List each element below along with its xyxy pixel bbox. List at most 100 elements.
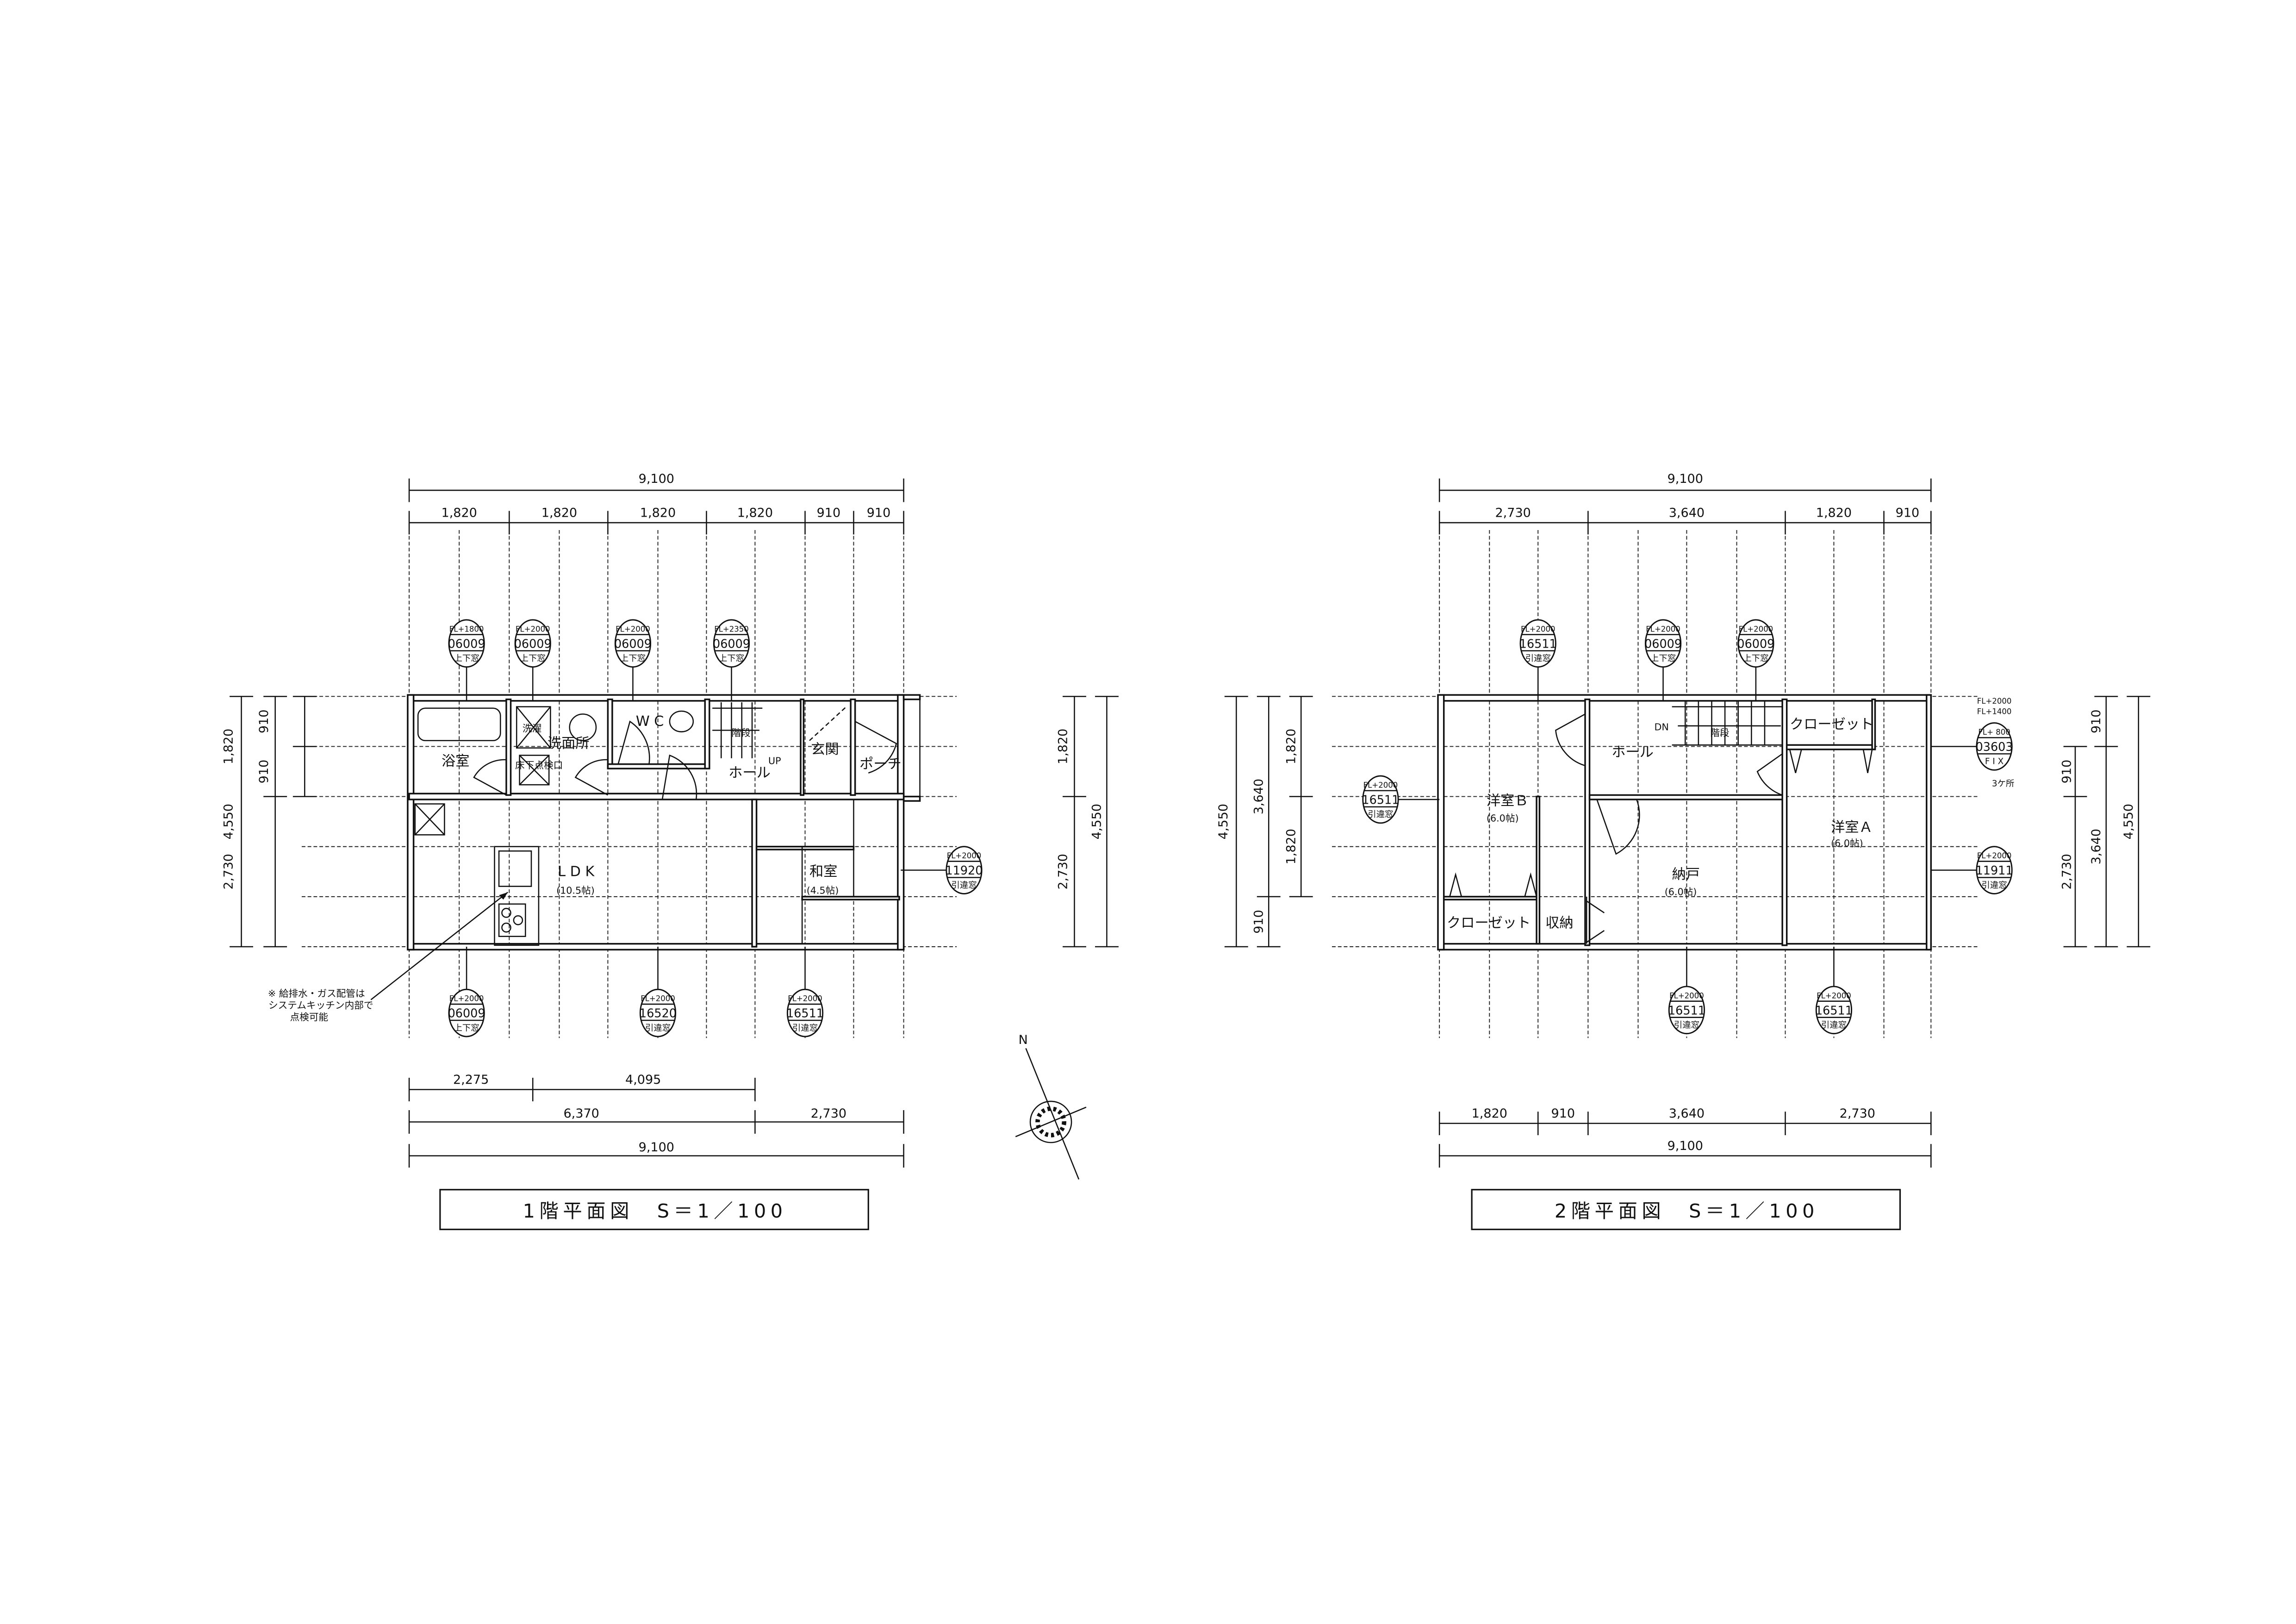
window-tag: FL+2000 16511 引違窓 — [1519, 619, 1557, 701]
room-label-entrance: 玄関 — [811, 741, 839, 757]
note-line-3: 点検可能 — [290, 1012, 329, 1023]
dim-right: 910 — [2089, 710, 2103, 734]
window-type: 上下窓 — [620, 654, 646, 663]
note-line-2: システムキッチン内部で — [268, 1000, 373, 1011]
floor1-plan: 浴室 洗面所 洗濯 床下点検口 W C 階段 ホール UP 玄関 ポーチ L D… — [221, 472, 1119, 1230]
window-tag-circle — [1519, 619, 1556, 668]
window-fl-height: FL+2350 — [714, 625, 749, 633]
room-label-washitsu: 和室 — [809, 863, 837, 880]
window-fl-height: FL+2000 — [1669, 991, 1704, 1000]
room-label-porch: ポーチ — [859, 756, 902, 772]
dim-right: 3,640 — [2089, 829, 2103, 864]
window-tag-circle — [1362, 775, 1399, 824]
window-tag: FL+2000 06009 上下窓 — [514, 619, 552, 701]
dim-bottom: 3,640 — [1669, 1106, 1705, 1121]
window-code: 16511 — [1519, 637, 1557, 650]
dim-top: 3,640 — [1669, 506, 1705, 520]
window-code: 16511 — [786, 1006, 824, 1020]
window-code: 06009 — [448, 1006, 485, 1020]
stairs-label: 階段 — [1710, 727, 1729, 738]
window-tag-circle — [1644, 619, 1682, 668]
window-tag-circle — [448, 619, 485, 668]
dn-label: DN — [1654, 721, 1668, 732]
dim-bottom-total: 9,100 — [639, 1140, 674, 1155]
floor1-walls — [370, 694, 921, 1000]
window-tag-circle — [1737, 619, 1774, 668]
window-tag-circle — [1976, 846, 2013, 894]
window-type: 引違窓 — [1674, 1020, 1699, 1030]
dim-right: 910 — [2060, 760, 2074, 784]
washer-label: 洗濯 — [523, 723, 541, 734]
fix-window-fl-line: FL+2000 — [1977, 697, 2012, 706]
dim-top: 1,820 — [737, 506, 773, 520]
window-code: 03603 — [1976, 740, 2013, 754]
dim-left-total: 4,550 — [221, 804, 236, 839]
dim-top-total: 9,100 — [639, 472, 674, 486]
room-label-storage: 収納 — [1545, 915, 1573, 931]
window-tag-circle — [614, 619, 652, 668]
dim-top-total: 9,100 — [1668, 472, 1703, 486]
floor2-grid-lines — [1332, 530, 1980, 1038]
window-tag-circle — [946, 846, 983, 894]
floor2-room-labels: 洋室Ｂ (6.0帖) ホール DN 階段 クローゼット 洋室Ａ (6.0帖) 納… — [1447, 716, 1873, 931]
floor1-title-box — [439, 1189, 869, 1230]
window-type: 引違窓 — [1525, 654, 1551, 663]
dim-top: 910 — [867, 506, 891, 520]
floor1-stairs — [712, 702, 763, 758]
dim-right: 1,820 — [1056, 729, 1070, 764]
window-tag-circle — [786, 988, 824, 1037]
note-line-1: ※ 給排水・ガス配管は — [268, 988, 365, 999]
dim-left: 910 — [257, 710, 271, 734]
dim-right: 2,730 — [2060, 854, 2074, 889]
dim-left: 1,820 — [221, 729, 236, 764]
room-label-closet-top: クローゼット — [1790, 716, 1873, 732]
window-fl-height: FL+2000 — [616, 625, 650, 633]
dim-bottom: 2,730 — [1840, 1106, 1875, 1121]
dim-bottom: 1,820 — [1472, 1106, 1507, 1121]
room-label-wc: W C — [636, 713, 664, 730]
fix-window-count: 3ケ所 — [1992, 779, 2015, 788]
dim-bottom: 4,095 — [625, 1073, 661, 1087]
window-type: 引違窓 — [1821, 1020, 1847, 1030]
window-tag-circle — [713, 619, 750, 668]
floor1-room-labels: 浴室 洗面所 洗濯 床下点検口 W C 階段 ホール UP 玄関 ポーチ L D… — [442, 713, 902, 896]
window-fl-height: FL+2000 — [516, 625, 550, 633]
window-fl-height: FL+2000 — [1521, 625, 1556, 633]
window-fl-height: FL+2000 — [788, 994, 822, 1003]
window-code: 11911 — [1976, 863, 2013, 877]
room-size-ldk: (10.5帖) — [556, 885, 595, 896]
dim-top: 1,820 — [442, 506, 477, 520]
room-label-room-a: 洋室Ａ — [1831, 819, 1873, 836]
window-fl-height: FL+1800 — [449, 625, 484, 633]
dim-left: 2,730 — [221, 854, 236, 889]
floor2-title-box — [1471, 1189, 1901, 1230]
window-code: 16511 — [1362, 793, 1400, 807]
window-code: 16511 — [1815, 1003, 1853, 1017]
room-size-washitsu: (4.5帖) — [807, 885, 839, 896]
floor2-title: 2階平面図 S＝1／100 — [1555, 1200, 1819, 1222]
room-label-bath: 浴室 — [442, 753, 469, 769]
window-code: 06009 — [514, 637, 552, 650]
window-type: 上下窓 — [520, 654, 546, 663]
window-type: 上下窓 — [1743, 654, 1768, 663]
dim-left: 1,820 — [1284, 729, 1299, 764]
dim-top: 2,730 — [1495, 506, 1531, 520]
dim-right: 2,730 — [1056, 854, 1070, 889]
window-fl-height: FL+2000 — [1817, 991, 1851, 1000]
window-code: 06009 — [1644, 637, 1682, 650]
dim-right-total: 4,550 — [2122, 804, 2136, 839]
dim-top: 1,820 — [541, 506, 577, 520]
kitchen-counter — [494, 846, 540, 946]
floor2-plan: 洋室Ｂ (6.0帖) ホール DN 階段 クローゼット 洋室Ａ (6.0帖) 納… — [1216, 472, 2151, 1230]
dim-bottom: 910 — [1551, 1106, 1575, 1121]
floor1-dimensions: 9,100 1,820 1,820 1,820 1,820 910 910 2,… — [221, 472, 1104, 1155]
window-code: 06009 — [713, 637, 750, 650]
window-fl-height: FL+ 800 — [1978, 728, 2010, 737]
window-type: 上下窓 — [454, 654, 479, 663]
kitchen-piping-note: ※ 給排水・ガス配管は システムキッチン内部で 点検可能 — [268, 988, 373, 1023]
window-type: 引違窓 — [1981, 881, 2007, 890]
window-tag-circle — [448, 988, 485, 1037]
